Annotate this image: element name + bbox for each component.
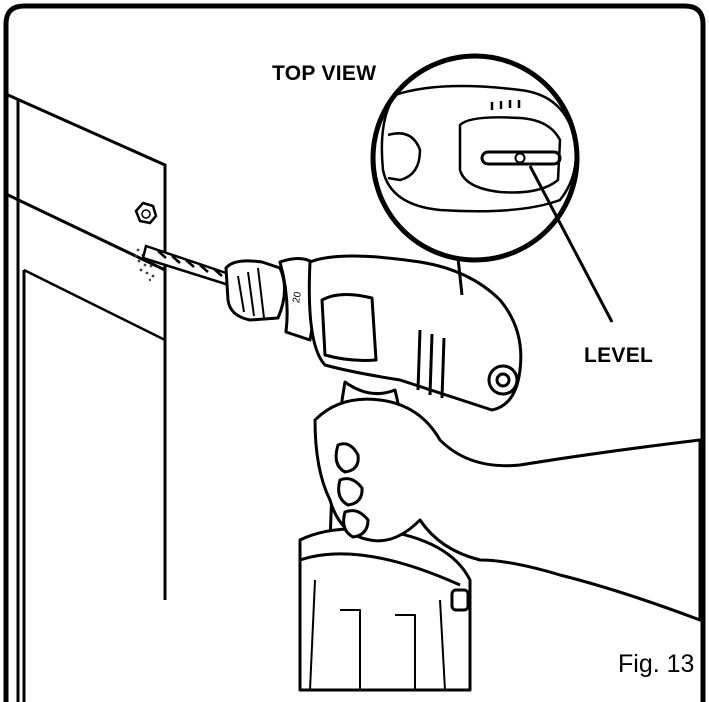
hand: [313, 397, 702, 622]
drill-chuck: [224, 259, 286, 322]
bubble-level-vial: [480, 150, 562, 166]
cabinet: [7, 93, 167, 702]
top-view-inset: [370, 53, 580, 263]
inset-connector: [456, 257, 464, 296]
top-view-label: TOP VIEW: [272, 62, 377, 85]
figure-caption: Fig. 13: [618, 650, 695, 678]
level-label: LEVEL: [584, 344, 654, 367]
level-leader-line: [528, 165, 614, 323]
figure-frame: [3, 3, 706, 702]
battery-pack: [298, 527, 472, 692]
level-bubble: [514, 152, 526, 164]
hex-bolt-icon: [134, 201, 158, 225]
clutch-setting-marking: 20: [291, 291, 304, 304]
